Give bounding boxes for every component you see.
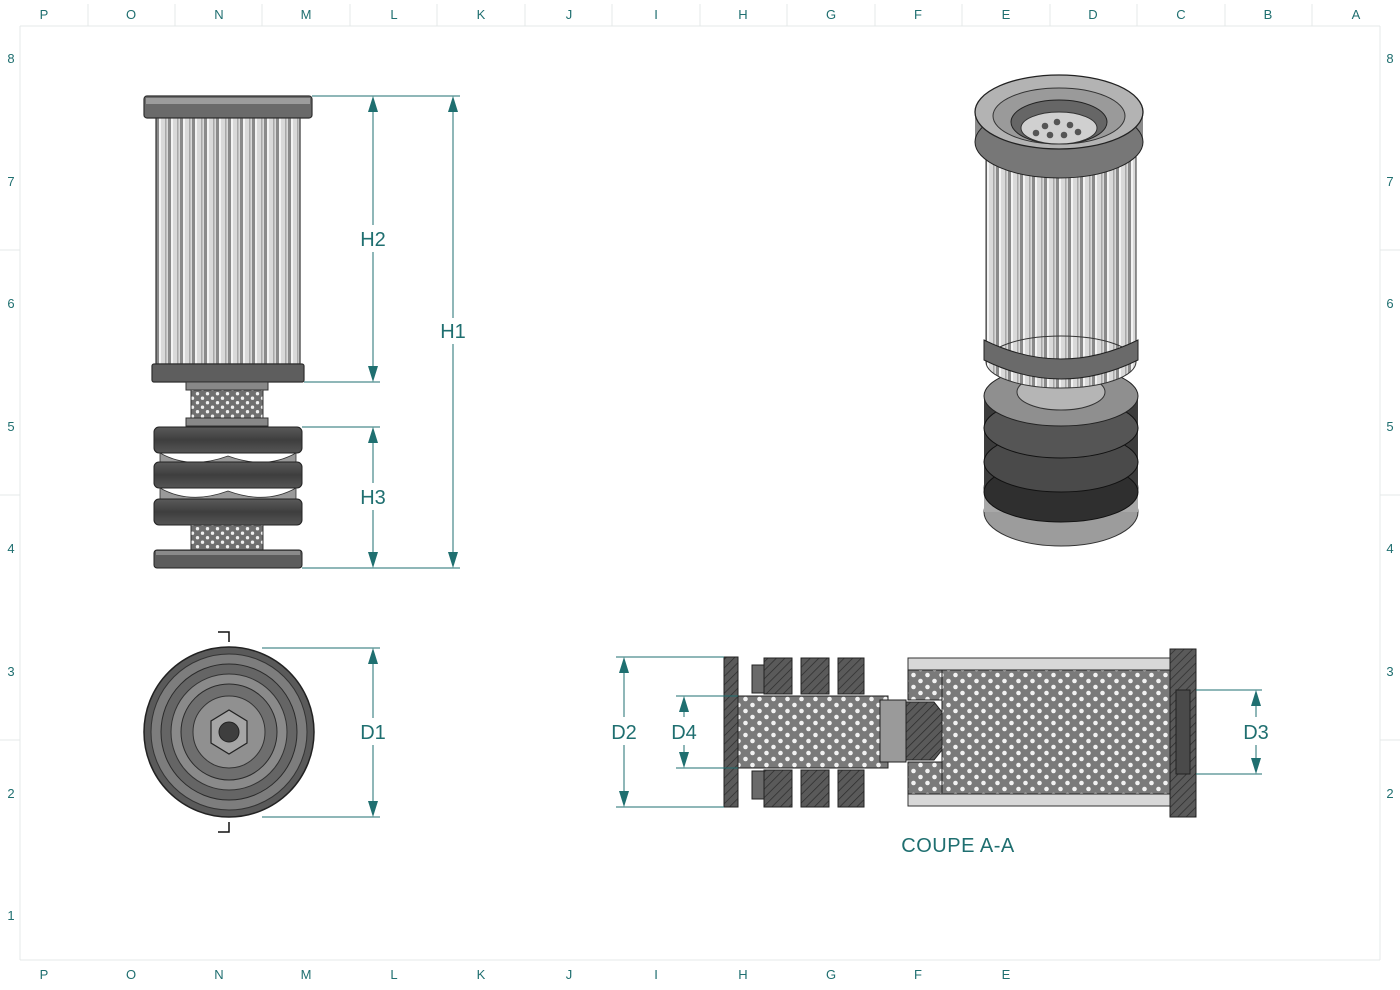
zone-letter: L [390,967,397,982]
zone-letter: P [40,7,49,22]
dimension-label-d4: D4 [671,722,697,744]
zone-letter: B [1264,7,1273,22]
zone-letter: I [654,967,658,982]
dimension-d1: D1 [262,647,386,818]
dimension-label-h2: H2 [360,229,386,251]
zone-letter: J [566,967,573,982]
dimension-label-h1: H1 [440,321,466,343]
zone-row: 7 [7,174,14,189]
zone-letter: N [214,967,223,982]
dimension-label-h3: H3 [360,487,386,509]
pleated-element [155,117,301,365]
zone-letter: C [1176,7,1185,22]
section-view [723,648,1197,818]
isometric-view [974,74,1144,547]
zone-letters-top: P O N M L K J I H G F E D C B A [40,7,1361,22]
zone-letter: K [477,7,486,22]
dimension-d3: D3 [1196,689,1269,775]
zone-row: 4 [1386,541,1393,556]
zone-letter: P [40,967,49,982]
zone-letter: E [1002,967,1011,982]
zone-letter: I [654,7,658,22]
zone-letter: O [126,7,136,22]
zone-row: 6 [1386,296,1393,311]
dimension-label-d2: D2 [611,722,637,744]
zone-letter: L [390,7,397,22]
dimension-h3: H3 [302,426,386,568]
magnet-disc [153,426,303,454]
zone-letter: M [301,7,312,22]
dimension-h2: H2 [304,95,460,383]
zone-row: 1 [7,908,14,923]
zone-row: 5 [7,419,14,434]
zone-row: 4 [7,541,14,556]
perforated-tube [190,389,264,419]
dimension-h1: H1 [302,96,466,569]
element-end-cap [151,363,305,383]
dimension-d4: D4 [671,695,738,769]
magnet-disc [153,498,303,526]
zone-row: 5 [1386,419,1393,434]
dimension-label-d3: D3 [1243,722,1269,744]
zone-row: 3 [7,664,14,679]
zone-letter: M [301,967,312,982]
zone-letter: H [738,7,747,22]
sheet-frame [0,4,1400,961]
zone-letter: O [126,967,136,982]
zone-row: 6 [7,296,14,311]
zone-letter: G [826,7,836,22]
zone-letter: F [914,967,922,982]
zone-letters-bottom: P O N M L K J I H G F E [40,967,1011,982]
dimension-label-d1: D1 [360,722,386,744]
zone-letter: E [1002,7,1011,22]
zone-letter: K [477,967,486,982]
section-outer-screen [941,669,1171,795]
zone-letter: N [214,7,223,22]
zone-row: 2 [7,786,14,801]
zone-letter: H [738,967,747,982]
zone-letter: J [566,7,573,22]
zone-letter: A [1352,7,1361,22]
zone-letter: D [1088,7,1097,22]
zone-row: 3 [1386,664,1393,679]
zone-letter: G [826,967,836,982]
section-caption: COUPE A-A [901,835,1015,857]
section-perforated-core [737,695,889,769]
zone-rows-left: 8 7 6 5 4 3 2 1 [7,51,14,923]
front-view [143,95,313,569]
dimension-d2: D2 [611,656,724,808]
zone-row: 7 [1386,174,1393,189]
zone-letter: F [914,7,922,22]
magnet-disc [153,461,303,489]
zone-rows-right: 8 7 6 5 4 3 2 [1386,51,1393,801]
zone-row: 2 [1386,786,1393,801]
zone-row: 8 [7,51,14,66]
zone-row: 8 [1386,51,1393,66]
top-view [143,631,315,833]
section-left-flange [723,656,739,808]
